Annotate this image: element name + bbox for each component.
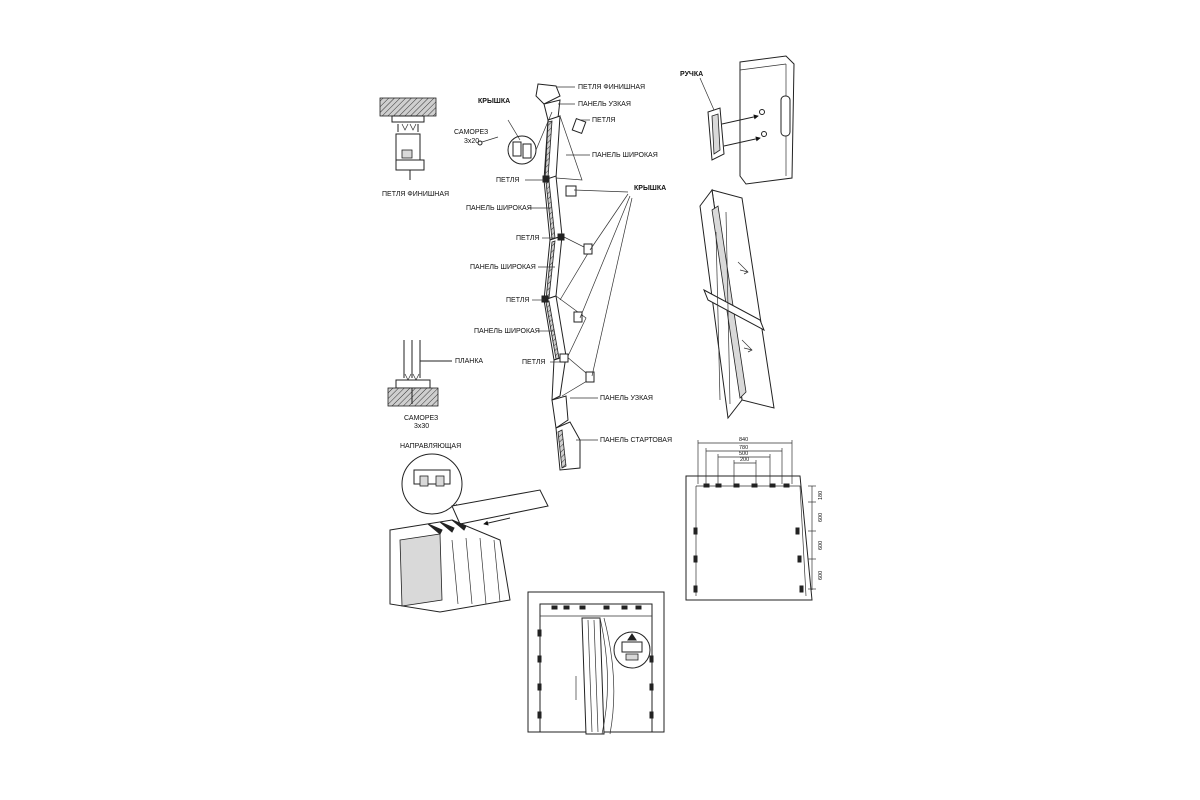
plank-detail: ПЛАНКА САМОРЕЗ 3х30 [387, 340, 483, 430]
label-petlya-2: ПЕТЛЯ [496, 177, 519, 184]
dim-500: 500 [739, 451, 748, 457]
dim-600-2: 600 [818, 541, 824, 550]
label-samorez-3x20-size: 3х20 [464, 138, 479, 145]
label-planka: ПЛАНКА [455, 358, 483, 365]
label-petlya-1: ПЕТЛЯ [592, 117, 615, 124]
label-samorez-3x20: САМОРЕЗ [454, 129, 488, 136]
dim-600-1: 600 [818, 513, 824, 522]
label-panel-shirokaya-1: ПАНЕЛЬ ШИРОКАЯ [592, 152, 658, 159]
dim-200: 200 [740, 457, 749, 463]
label-panel-startovaya: ПАНЕЛЬ СТАРТОВАЯ [600, 437, 672, 444]
finish-hinge-detail: ПЕТЛЯ ФИНИШНАЯ [379, 97, 449, 198]
installed-door [527, 591, 665, 735]
dim-780: 780 [739, 445, 748, 451]
label-petlya-5: ПЕТЛЯ [522, 359, 545, 366]
label-panel-uzkaya-top: ПАНЕЛЬ УЗКАЯ [578, 101, 631, 108]
doorway-dimensions: 840 780 500 200 180 600 600 600 [685, 437, 824, 601]
label-panel-uzkaya-bottom: ПАНЕЛЬ УЗКАЯ [600, 395, 653, 402]
label-petlya-4: ПЕТЛЯ [506, 297, 529, 304]
label-petlya-finishnaya-top: ПЕТЛЯ ФИНИШНАЯ [578, 84, 645, 91]
label-panel-shirokaya-3: ПАНЕЛЬ ШИРОКАЯ [470, 264, 536, 271]
label-petlya-3: ПЕТЛЯ [516, 235, 539, 242]
dim-600-3: 600 [818, 571, 824, 580]
chain-leaders: ПЕТЛЯ ФИНИШНАЯ ПАНЕЛЬ УЗКАЯ ПЕТЛЯ ПАНЕЛЬ… [454, 84, 672, 444]
label-napravlyayushaya: НАПРАВЛЯЮЩАЯ [400, 443, 461, 450]
label-petlya-finishnaya-left: ПЕТЛЯ ФИНИШНАЯ [382, 191, 449, 198]
label-panel-shirokaya-2: ПАНЕЛЬ ШИРОКАЯ [466, 205, 532, 212]
dim-180: 180 [818, 491, 824, 500]
label-samorez-3x30: САМОРЕЗ [404, 415, 438, 422]
panel-assembly-perspective [699, 188, 775, 420]
handle-detail: РУЧКА [680, 55, 795, 185]
label-kryshka-right: КРЫШКА [634, 185, 666, 192]
guide-rail-detail: НАПРАВЛЯЮЩАЯ [389, 443, 549, 613]
label-kryshka-top: КРЫШКА [478, 98, 510, 105]
label-samorez-3x30-size: 3х30 [414, 423, 429, 430]
panel-chain [477, 83, 595, 471]
label-ruchka: РУЧКА [680, 71, 703, 78]
dim-840: 840 [739, 437, 748, 443]
label-panel-shirokaya-4: ПАНЕЛЬ ШИРОКАЯ [474, 328, 540, 335]
